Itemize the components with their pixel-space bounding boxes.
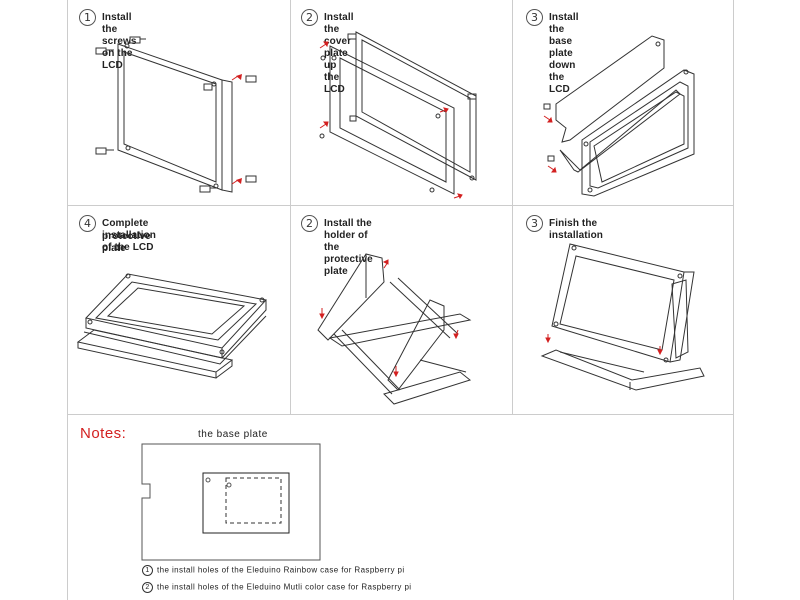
step-number-5: 2 <box>301 215 318 232</box>
note-item-1: 1 the install holes of the Eleduino Rainb… <box>142 565 405 576</box>
col-divider-1 <box>290 0 291 414</box>
step-number-1: 1 <box>79 9 96 26</box>
note-number-2: 2 <box>142 582 153 593</box>
step-number-2: 2 <box>301 9 318 26</box>
instruction-sheet <box>67 0 734 600</box>
note-text-1: the install holes of the Eleduino Rainbo… <box>157 565 405 575</box>
step-number-3: 3 <box>526 9 543 26</box>
step-number-4: 4 <box>79 215 96 232</box>
step-title-4: Complete installation of the LCD <box>102 218 156 253</box>
step-number-6: 3 <box>526 215 543 232</box>
notes-heading: Notes: <box>80 425 127 442</box>
row-divider-1 <box>67 205 734 206</box>
note-number-1: 1 <box>142 565 153 576</box>
step-title-5: Install the holder of the protective pla… <box>324 218 373 277</box>
row-divider-2 <box>67 414 734 415</box>
note-text-2: the install holes of the Eleduino Mutli … <box>157 582 412 592</box>
step-title-1: Install the screws on the LCD <box>102 12 137 71</box>
step-title-6: Finish the installation <box>549 218 603 241</box>
base-plate-label: the base plate <box>198 429 268 440</box>
step-title-3: Install the base plate down the LCD <box>549 12 579 95</box>
step-title-4-line2: protective plate <box>102 231 151 254</box>
note-item-2: 2 the install holes of the Eleduino Mutli… <box>142 582 411 593</box>
col-divider-2 <box>512 0 513 414</box>
